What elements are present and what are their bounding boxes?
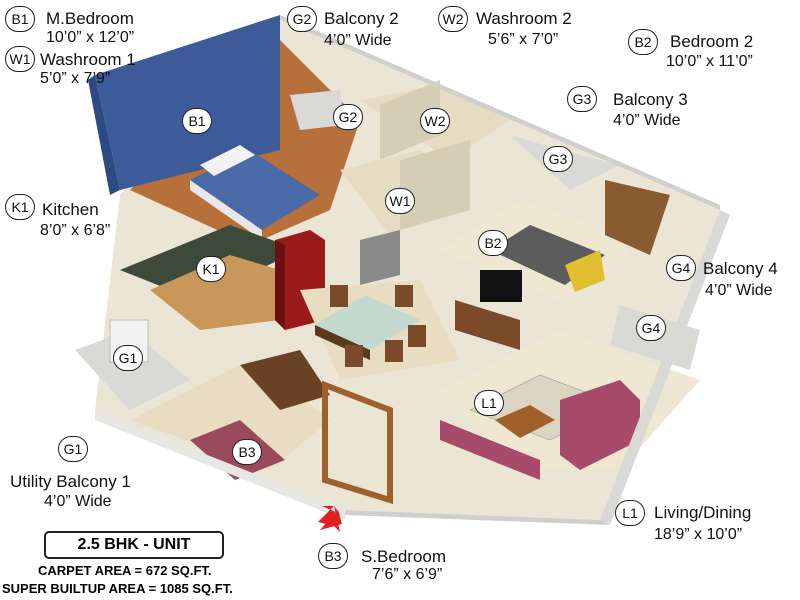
super-builtup-area: SUPER BUILTUP AREA = 1085 SQ.FT.	[2, 581, 233, 596]
legend-g1-size: 4’0” Wide	[44, 493, 112, 510]
legend-w2-size: 5’6” x 7’0”	[488, 31, 559, 48]
wall-front	[345, 510, 610, 525]
wall-right	[600, 210, 730, 525]
coffee-table	[495, 405, 555, 438]
washroom-1-checker	[360, 230, 400, 285]
legend-b3-size: 7’6” x 6’9”	[372, 566, 443, 583]
marker-b1: B1	[182, 108, 212, 134]
legend-b2-name: Bedroom 2	[670, 32, 754, 51]
accent-wall	[95, 15, 280, 190]
marker-g4: G4	[636, 315, 666, 341]
entry-arrow-icon	[320, 510, 342, 530]
marker-l1: L1	[474, 390, 504, 416]
marker-w2: W2	[420, 108, 450, 134]
legend-l1-name: Living/Dining	[654, 503, 752, 522]
marker-b2: B2	[478, 230, 508, 256]
legend-k1-size: 8’0” x 6’8”	[40, 222, 111, 239]
legend-g1-name: Utility Balcony 1	[10, 472, 131, 491]
legend-g4-name: Balcony 4	[703, 259, 778, 278]
legend-b2-size: 10’0” x 11’0”	[666, 53, 753, 70]
legend-k1-name: Kitchen	[42, 200, 99, 219]
legend-b3-code: B3	[318, 543, 348, 569]
bed-icon	[190, 145, 320, 240]
wardrobe	[605, 180, 670, 255]
legend-g3-name: Balcony 3	[613, 90, 688, 109]
legend-g2-size: 4’0” Wide	[324, 32, 392, 49]
legend-l1-size: 18’9” x 10’0”	[654, 526, 743, 543]
marker-k1: K1	[196, 256, 226, 282]
legend-g3-code: G3	[567, 86, 597, 112]
legend-g3-size: 4’0” Wide	[613, 112, 681, 129]
marker-g2: G2	[333, 104, 363, 130]
legend-w1-size: 5’0” x 7’9”	[40, 70, 111, 87]
legend-b1-name: M.Bedroom	[46, 9, 134, 28]
legend-w1-code: W1	[5, 46, 35, 72]
legend-b2-code: B2	[628, 29, 658, 55]
legend-b1-size: 10’0” x 12’0”	[46, 29, 135, 46]
legend-l1-code: L1	[615, 500, 645, 526]
carpet-area: CARPET AREA = 672 SQ.FT.	[38, 563, 212, 578]
legend-g1-code: G1	[58, 436, 88, 462]
study-desk	[240, 350, 330, 410]
balcony-2-floor	[290, 90, 345, 130]
legend-w1-name: Washroom 1	[40, 50, 136, 69]
washroom-2-wall	[380, 80, 440, 160]
washroom-1-wall	[400, 140, 470, 230]
marker-b3: B3	[232, 439, 262, 465]
legend-b1-code: B1	[5, 6, 35, 32]
marker-w1: W1	[385, 188, 415, 214]
marker-g1: G1	[113, 345, 143, 371]
accent-wall-shade	[88, 75, 120, 195]
legend-g4-code: G4	[666, 255, 696, 281]
legend-g4-size: 4’0” Wide	[705, 282, 773, 299]
kitchen-cabinet	[150, 255, 280, 330]
dining-table-icon	[315, 285, 426, 367]
tv-unit	[455, 300, 520, 350]
legend-b3-name: S.Bedroom	[361, 547, 447, 566]
legend-k1-code: K1	[5, 194, 35, 220]
wall-left-front	[95, 410, 345, 520]
legend-g2-code: G2	[287, 6, 317, 32]
legend-g2-name: Balcony 2	[324, 9, 399, 28]
legend-w2-name: Washroom 2	[476, 9, 572, 28]
bed-icon	[490, 225, 605, 292]
wall-back	[280, 15, 720, 210]
marker-g3: G3	[543, 146, 573, 172]
entry-door-frame	[322, 380, 393, 505]
sofa-icon	[440, 380, 640, 480]
tv-screen	[480, 270, 522, 302]
legend-w2-code: W2	[438, 6, 468, 32]
unit-type-badge: 2.5 BHK - UNIT	[44, 531, 224, 559]
